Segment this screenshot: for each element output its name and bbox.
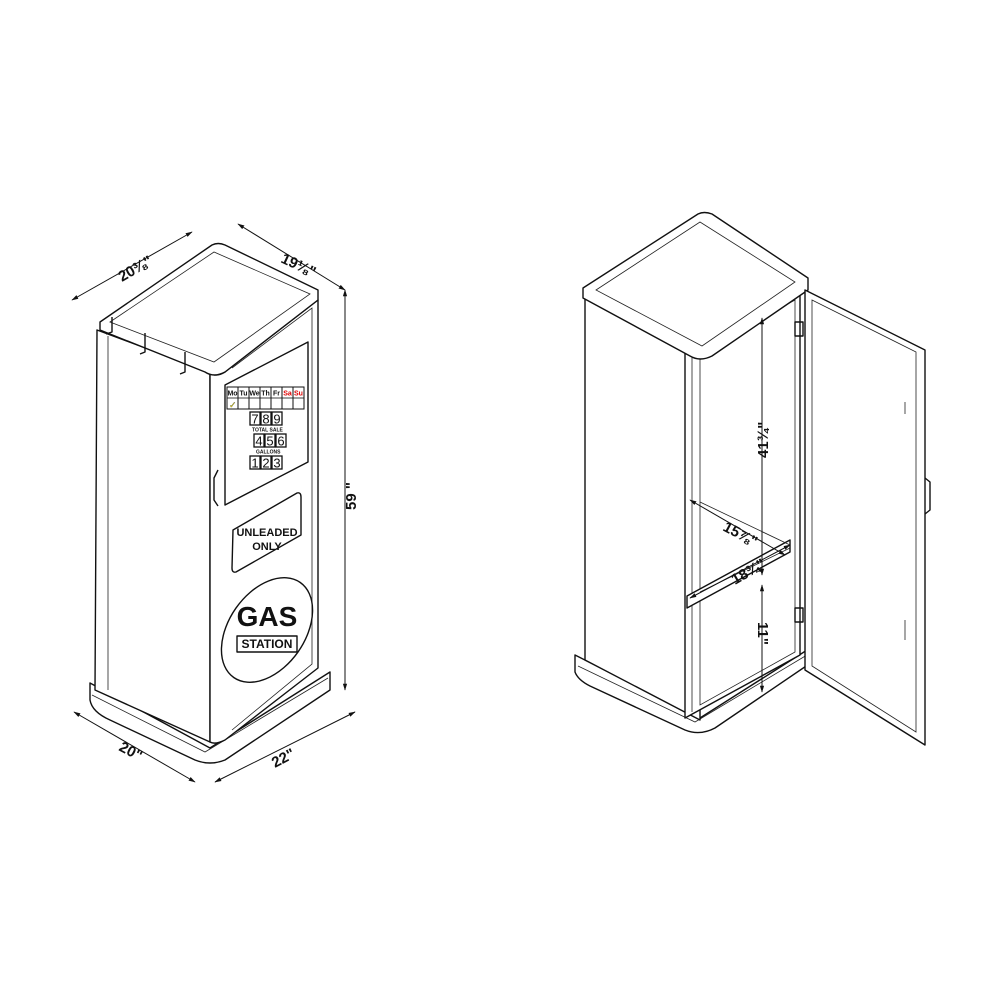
- digit-label: 7: [251, 412, 258, 427]
- dim-height: 59 ": [343, 482, 360, 510]
- digit-box: 6: [275, 433, 287, 449]
- day-label: We: [249, 391, 259, 398]
- dimension-lines-left: [71, 223, 356, 783]
- hook: [105, 317, 113, 335]
- digit-label: 1: [251, 456, 258, 471]
- hinge: [794, 607, 804, 623]
- digit-box: 7: [249, 411, 261, 427]
- digit-label: 2: [262, 456, 269, 471]
- day-cell-sa: Sa: [281, 386, 294, 410]
- svg-text:ONLY: ONLY: [252, 541, 282, 553]
- dim-interior-upper: 41¾": [755, 422, 772, 458]
- svg-text:GAS: GAS: [237, 601, 298, 632]
- svg-text:UNLEADED: UNLEADED: [236, 527, 297, 539]
- dim-depth-top: 20⅜": [116, 253, 156, 286]
- digit-label: 5: [266, 434, 273, 449]
- row1-label: TOTAL SALE: [252, 428, 284, 434]
- hook: [139, 333, 146, 355]
- digit-box: 8: [260, 411, 272, 427]
- open-cabinet-view: 41¾" 15⅞" 18¾" 11": [574, 211, 931, 746]
- day-cell-th: Th: [259, 386, 272, 410]
- door-handle: [924, 477, 931, 515]
- digit-label: 4: [255, 434, 262, 449]
- door-handle: [213, 469, 219, 507]
- digit-label: 9: [273, 412, 280, 427]
- day-cell-tu: Tu: [237, 386, 250, 410]
- day-cell-fr: Fr: [270, 386, 283, 410]
- day-label: Tu: [239, 391, 247, 398]
- base-plinth: [574, 644, 816, 734]
- side-panel: [94, 329, 211, 743]
- side-panel: [584, 291, 701, 721]
- digit-box: 1: [249, 455, 261, 471]
- svg-text:STATION: STATION: [242, 637, 293, 651]
- hinge: [794, 321, 804, 337]
- day-label: Mo: [227, 391, 237, 398]
- hook: [179, 352, 186, 375]
- day-label: Su: [294, 391, 303, 398]
- digit-label: 8: [262, 412, 269, 427]
- day-label: Th: [261, 391, 270, 398]
- digit-box: 5: [264, 433, 276, 449]
- check-mark-icon: ✓: [229, 400, 237, 410]
- digit-box: 4: [253, 433, 265, 449]
- dimension-lines-right: [689, 317, 791, 693]
- dim-base-depth: 20": [116, 739, 145, 765]
- row2-label: GALLONS: [256, 450, 281, 456]
- digit-label: 6: [277, 434, 284, 449]
- day-cell-su: Su: [292, 386, 305, 410]
- day-cell-we: We: [248, 386, 261, 410]
- digit-label: 3: [273, 456, 280, 471]
- dim-base-width: 22": [269, 745, 298, 771]
- gas-station-sign: GAS STATION: [220, 577, 314, 683]
- digit-box: 2: [260, 455, 272, 471]
- digit-box: 9: [271, 411, 283, 427]
- day-label: Fr: [273, 391, 280, 398]
- open-door: [804, 289, 926, 746]
- dim-interior-lower: 11": [754, 622, 771, 645]
- day-label: Sa: [283, 391, 292, 398]
- top-panel: [582, 211, 809, 360]
- digit-box: 3: [271, 455, 283, 471]
- unleaded-sign: UNLEADED ONLY: [231, 492, 302, 573]
